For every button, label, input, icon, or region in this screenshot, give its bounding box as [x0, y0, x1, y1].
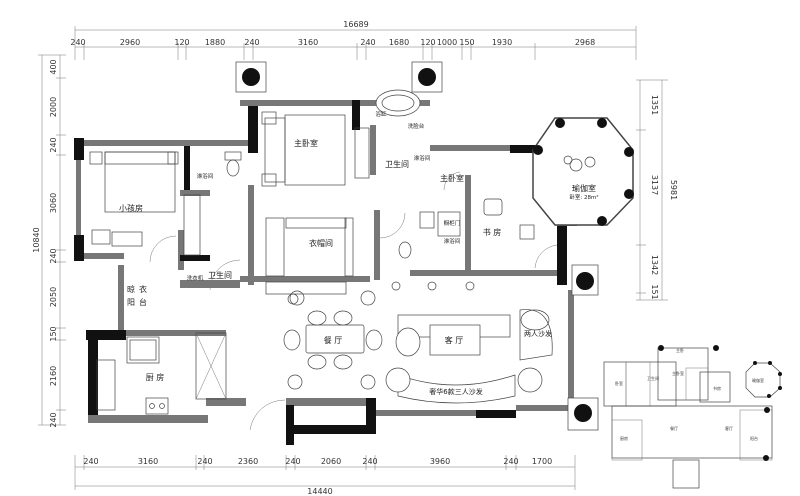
dim-bottom-5: 2060: [321, 457, 341, 466]
dim-top-4: 240: [244, 38, 259, 47]
label-master-bedroom: 主卧室: [294, 138, 318, 148]
dim-top-8: 120: [420, 38, 435, 47]
label-dining: 餐 厅: [324, 336, 343, 345]
dim-top-0: 240: [70, 38, 85, 47]
dim-top-9: 1000: [437, 38, 457, 47]
label-master-bedroom-2: 主卧室: [440, 173, 464, 183]
mini-label-4: 瑜伽室: [752, 377, 764, 383]
dim-top-7: 1680: [389, 38, 409, 47]
mini-label-7: 厨房: [620, 435, 628, 441]
dim-bottom-total: 14440: [307, 487, 332, 496]
note-bath: 浴缸: [375, 110, 387, 118]
dim-top-total: 16689: [343, 20, 368, 29]
dim-bottom-1: 3160: [138, 457, 158, 466]
dim-bottom-7: 3960: [430, 457, 450, 466]
label-cloakroom: 衣帽间: [309, 238, 333, 248]
room-labels: 主卧室 主卧室 小孩房 卫生间 卫生间 瑜伽室 卧室: 28m² 书 房 衣帽间…: [119, 110, 599, 396]
dim-left-3: 3060: [49, 193, 58, 213]
mini-label-2: 主卧室: [672, 370, 684, 376]
dim-top-10: 150: [459, 38, 474, 47]
dim-top-5: 3160: [298, 38, 318, 47]
dim-left-0: 400: [49, 59, 58, 74]
furniture: [89, 89, 558, 431]
note-shower: 淋浴间: [197, 172, 214, 180]
label-balcony-3: 阳: [127, 298, 135, 307]
structural-columns: [235, 61, 599, 431]
label-balcony-2: 衣: [139, 284, 147, 294]
label-yoga-room: 瑜伽室: [572, 183, 596, 193]
dim-left-6: 150: [49, 326, 58, 341]
walls: [74, 100, 577, 445]
label-three-seat-sofa: 奢华6款三人沙发: [429, 387, 482, 396]
note-shower3: 淋浴间: [414, 154, 431, 162]
note-wash: 洗衣机: [187, 274, 204, 282]
yoga-room-octagon: [532, 117, 634, 226]
dim-left-1: 2000: [49, 97, 58, 117]
left-dimension-lines: 400 2000 240 3060 240 2050 150 2160 240 …: [32, 54, 66, 428]
label-yoga-area: 卧室: 28m²: [569, 193, 598, 201]
dim-left-8: 240: [49, 412, 58, 427]
label-study: 书 房: [483, 227, 502, 237]
bottom-dimension-lines: 240 3160 240 2360 240 2060 240 3960 240 …: [74, 455, 576, 496]
dim-left-5: 2050: [49, 287, 58, 307]
label-bathroom-2: 卫生间: [208, 270, 232, 280]
dim-bottom-8: 240: [503, 457, 518, 466]
dim-top-1: 2960: [120, 38, 140, 47]
dim-bottom-2: 240: [197, 457, 212, 466]
key-plan-minimap: 卧室 卫生间 主卧室 书房 瑜伽室 客厅 餐厅 厨房 阳台 主卧: [603, 345, 782, 489]
dim-top-11: 1930: [492, 38, 512, 47]
dim-top-3: 1880: [205, 38, 225, 47]
dim-top-6: 240: [360, 38, 375, 47]
dim-right-total: 5981: [669, 180, 678, 200]
dim-right-0: 1351: [650, 95, 659, 115]
note-cabinet: 橱柜门: [444, 219, 461, 227]
dim-bottom-6: 240: [362, 457, 377, 466]
dim-bottom-0: 240: [83, 457, 98, 466]
dim-right-2: 1342: [650, 255, 659, 275]
mini-label-5: 客厅: [725, 425, 733, 431]
label-balcony-1: 晾: [127, 284, 135, 294]
label-balcony-4: 台: [139, 297, 147, 307]
dim-left-7: 2160: [49, 366, 58, 386]
mini-label-9: 主卧: [676, 347, 684, 353]
note-basin: 洗脸台: [408, 122, 425, 130]
mini-label-3: 书房: [713, 385, 721, 391]
dim-bottom-9: 1700: [532, 457, 552, 466]
mini-label-0: 卧室: [615, 380, 623, 386]
dim-bottom-4: 240: [285, 457, 300, 466]
note-shower2: 淋浴间: [444, 237, 461, 245]
label-loveseat: 两人沙发: [524, 329, 552, 338]
dim-right-3: 151: [650, 284, 659, 299]
dim-right-1: 3137: [650, 175, 659, 195]
mini-label-1: 卫生间: [647, 375, 659, 381]
label-bathroom: 卫生间: [385, 159, 409, 169]
label-child-room: 小孩房: [119, 203, 143, 213]
dim-top-2: 120: [174, 38, 189, 47]
label-living: 客 厅: [445, 335, 464, 345]
dim-left-2: 240: [49, 137, 58, 152]
top-dimension-lines: 16689 240 2960 120 1880 240 3160 240 168…: [70, 20, 637, 60]
mini-label-8: 阳台: [750, 435, 758, 441]
dim-top-12: 2968: [575, 38, 595, 47]
right-dimension-lines: 1351 3137 1342 151 5981: [636, 79, 678, 301]
mini-label-6: 餐厅: [670, 425, 678, 431]
dim-left-4: 240: [49, 248, 58, 263]
dim-bottom-3: 2360: [238, 457, 258, 466]
dim-left-total: 10840: [32, 227, 41, 252]
label-kitchen: 厨 房: [146, 372, 165, 382]
